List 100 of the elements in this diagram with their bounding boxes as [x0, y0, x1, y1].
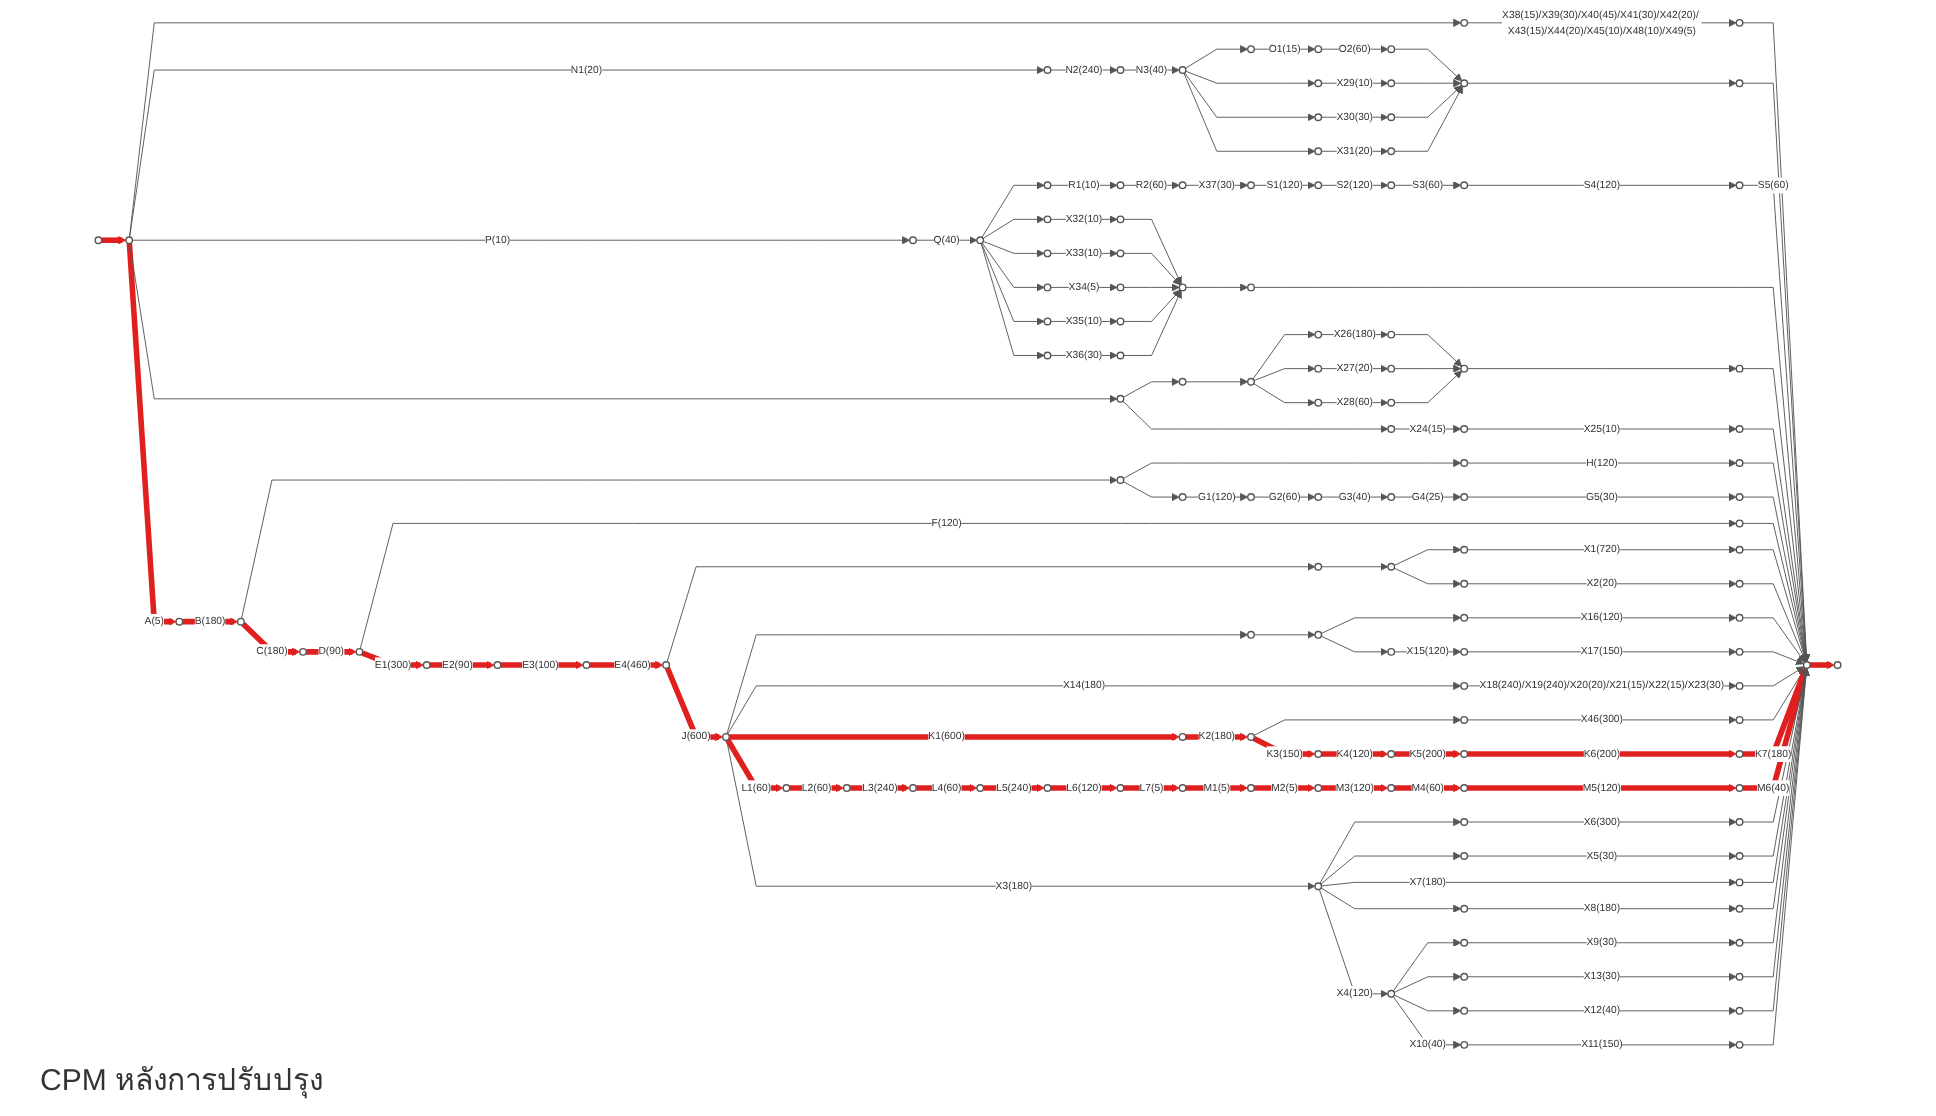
node-circle [1247, 784, 1255, 792]
node-circle [1460, 459, 1469, 467]
arrow [729, 732, 1180, 742]
node-circle [1735, 519, 1744, 528]
node-circle [1460, 647, 1469, 656]
node-circle [1802, 661, 1811, 669]
arrow [1467, 783, 1737, 793]
node-circle [1460, 818, 1469, 826]
node-circle [1387, 147, 1396, 156]
node-circle [1735, 613, 1744, 622]
node-circle [1387, 181, 1396, 190]
node-circle [1116, 215, 1125, 224]
node-circle [1314, 784, 1323, 792]
node-circle [1116, 249, 1125, 258]
node-circle [1043, 317, 1052, 326]
node-circle [236, 617, 245, 626]
node-circle [1314, 147, 1323, 156]
node-circle [1178, 181, 1187, 190]
node-circle [1247, 45, 1255, 54]
node-circle [1178, 493, 1187, 502]
node-circle [1735, 364, 1744, 373]
node-circle [1460, 681, 1469, 690]
node-circle [1178, 784, 1187, 792]
node-circle [1314, 45, 1323, 54]
arrow [1810, 660, 1835, 670]
node-circle [1460, 613, 1469, 622]
node-circle [1043, 66, 1052, 74]
node-circle [1247, 732, 1255, 741]
node-circle [1116, 283, 1125, 292]
node-circle [1387, 364, 1396, 373]
node-circle [1387, 398, 1396, 407]
node-circle [1460, 1006, 1469, 1015]
arrow [101, 236, 127, 245]
node-circle [1460, 852, 1469, 860]
node-circle [1735, 493, 1744, 502]
node-circle [1460, 784, 1469, 792]
node-circle [1735, 579, 1744, 588]
node-circle [1735, 972, 1744, 981]
node-circle [1314, 330, 1323, 339]
node-circle [1314, 398, 1323, 407]
node-circle [1833, 661, 1842, 669]
node-circle [1460, 904, 1469, 913]
caption: CPM หลังการปรับปรุง [40, 1062, 323, 1103]
node-circle [1735, 681, 1744, 690]
node-circle [1735, 818, 1744, 826]
node-circle [1387, 425, 1396, 433]
node-circle [1314, 113, 1323, 122]
node-circle [1387, 79, 1396, 88]
node-circle [1460, 545, 1469, 554]
node-circle [1460, 493, 1469, 502]
arrow [1467, 749, 1737, 759]
node-circle [1178, 66, 1187, 74]
node-circle [1387, 45, 1396, 54]
node-circle [1043, 249, 1052, 258]
node-circle [1116, 181, 1125, 190]
node-circle [1460, 425, 1469, 433]
node-circle [842, 784, 851, 792]
node-circle [1735, 18, 1744, 27]
node-circle [1314, 749, 1323, 758]
node-circle [1735, 181, 1744, 190]
node-circle [976, 236, 985, 245]
node-circle [1387, 784, 1396, 792]
node-circle [1460, 972, 1469, 981]
node-circle [662, 661, 671, 669]
node-circle [1178, 377, 1187, 386]
node-circle [1116, 476, 1125, 484]
node-circle [1247, 493, 1255, 502]
node-circle [1735, 904, 1744, 913]
node-circle [582, 661, 591, 669]
node-circle [1314, 181, 1323, 190]
node-circle [1735, 715, 1744, 724]
node-circle [1735, 647, 1744, 656]
node-circle [1247, 181, 1255, 190]
node-circle [299, 647, 307, 656]
node-circle [1460, 749, 1469, 758]
node-circle [909, 236, 917, 245]
node-circle [1460, 938, 1469, 947]
node-circle [1735, 1006, 1744, 1015]
node-circle [1247, 377, 1255, 386]
node-circle [1314, 79, 1323, 88]
node-circle [1460, 579, 1469, 588]
node-circle [1460, 1040, 1469, 1049]
node-circle [1387, 989, 1396, 998]
node-circle [1735, 425, 1744, 433]
arrow [1321, 749, 1389, 759]
node-circle [1043, 215, 1052, 224]
node-circle [1043, 181, 1052, 190]
node-circle [493, 661, 502, 669]
node-circle [1314, 882, 1323, 891]
node-circle [1735, 784, 1744, 792]
node-circle [1116, 784, 1125, 792]
node-circle [422, 661, 431, 669]
node-circle [1247, 283, 1255, 292]
node-circle [1314, 562, 1323, 571]
node-circle [1460, 18, 1469, 27]
node-circle [1116, 394, 1125, 403]
node-circle [1116, 317, 1125, 326]
node-circle [1735, 749, 1744, 758]
node-circle [1735, 79, 1744, 88]
node-circle [1387, 647, 1396, 656]
